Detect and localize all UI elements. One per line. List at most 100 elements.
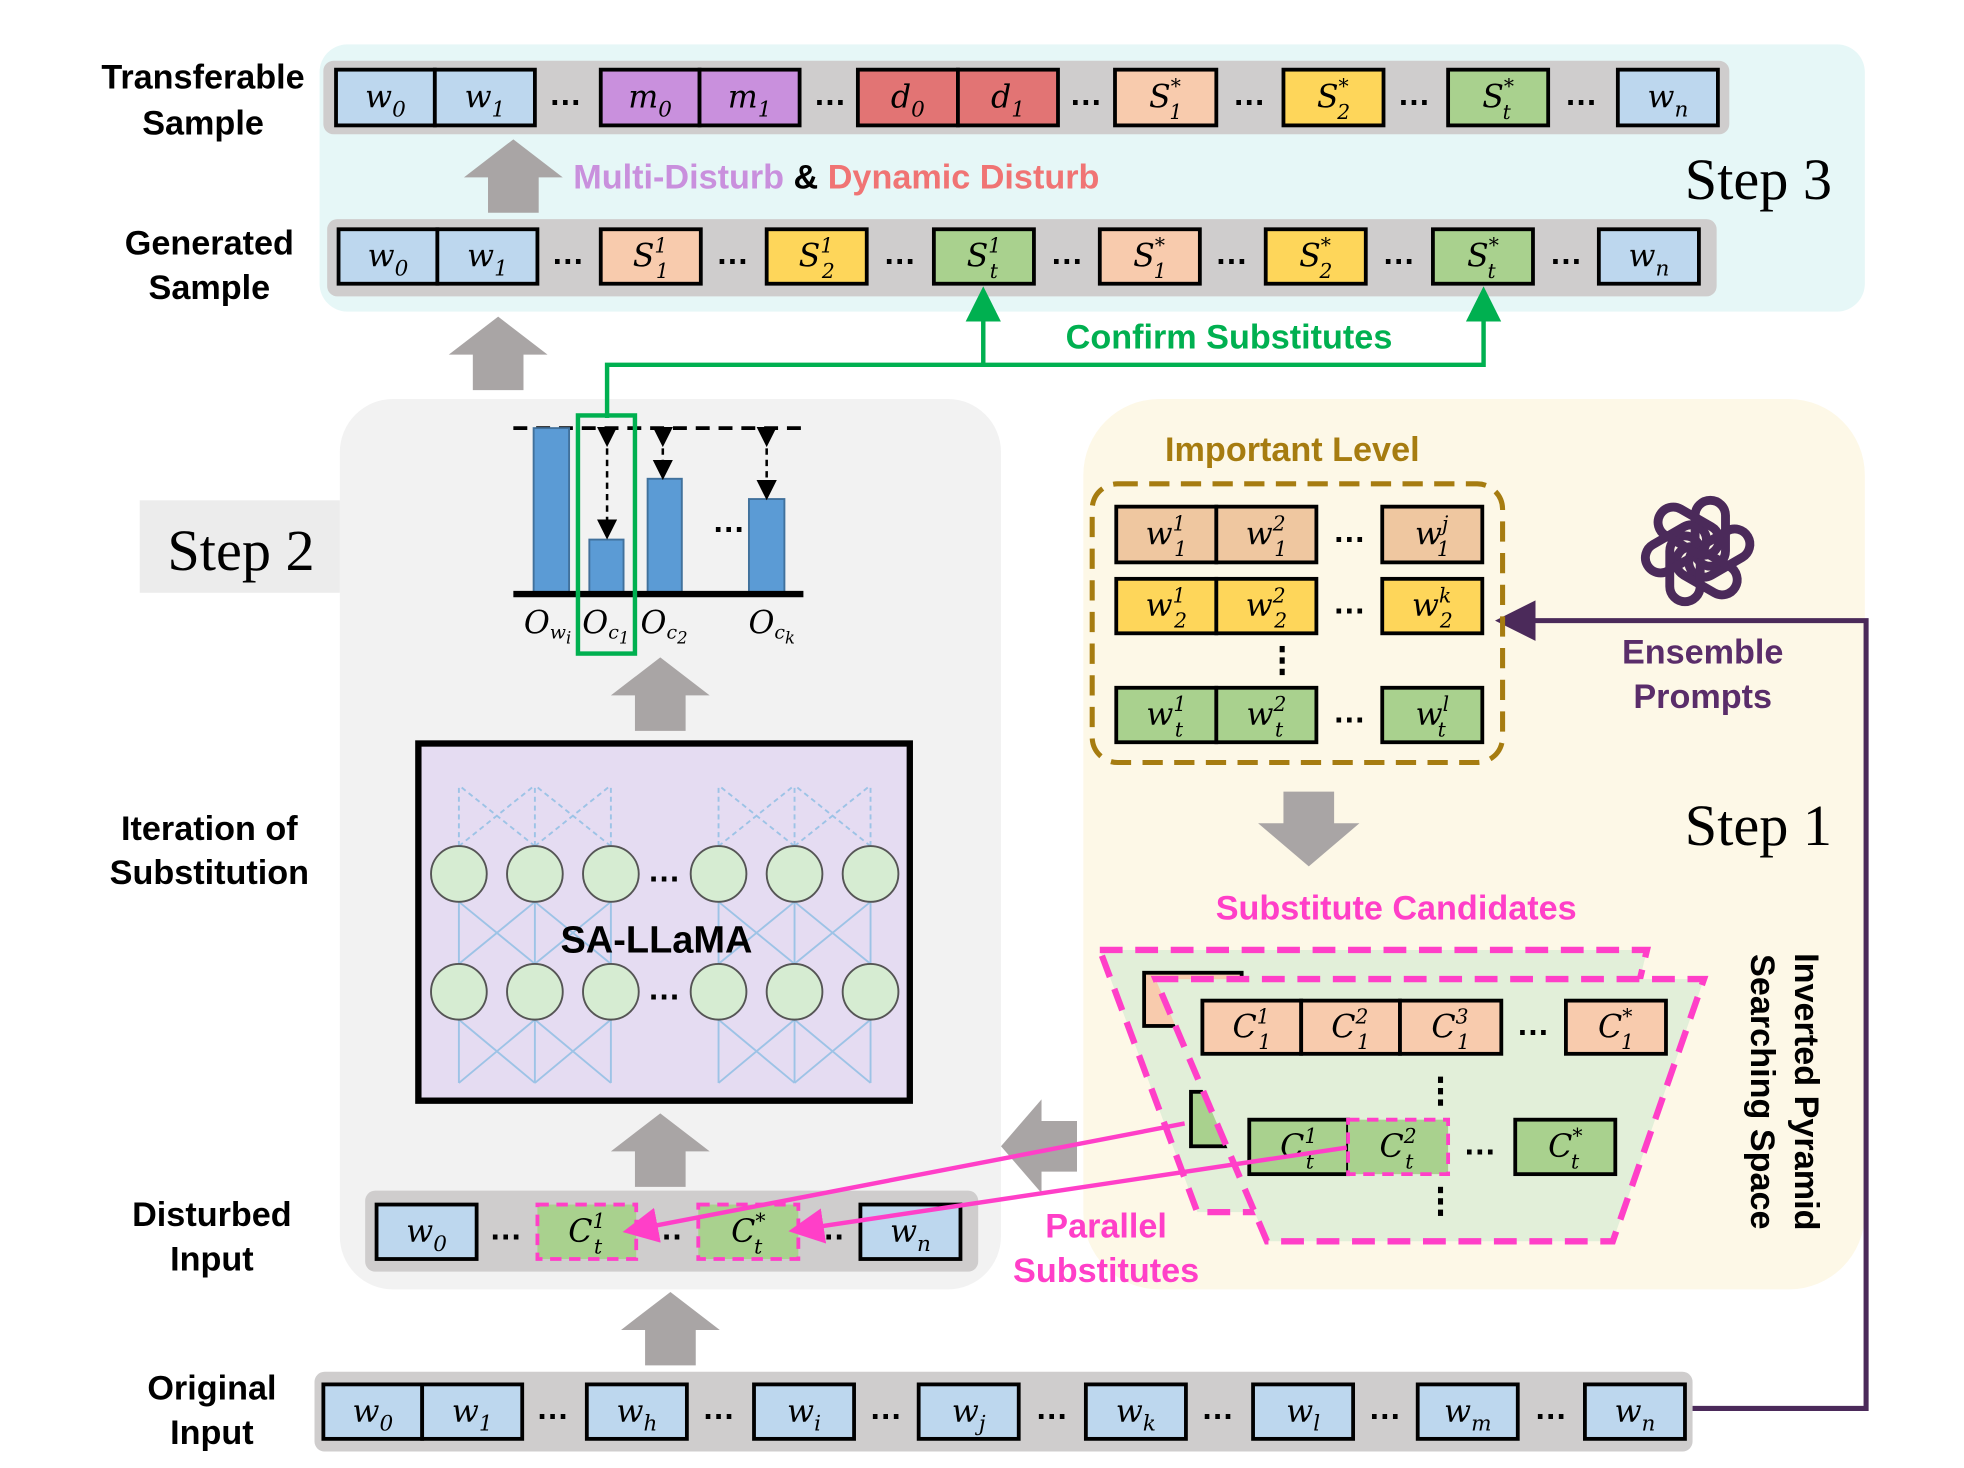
bar-o-c2 — [646, 477, 683, 595]
token-box: C*1 — [1564, 998, 1668, 1056]
neuron-node — [841, 962, 900, 1021]
ellipsis: … — [648, 852, 681, 889]
ellipsis: … — [814, 75, 847, 112]
neuron-node — [689, 845, 748, 903]
token-label: d0 — [891, 80, 925, 123]
ellipsis: … — [869, 1389, 902, 1426]
bar-ellipsis: … — [712, 502, 745, 539]
ellipsis: … — [1534, 1389, 1567, 1426]
ellipsis: … — [1368, 1389, 1401, 1426]
token-label: w0 — [365, 80, 406, 123]
token-label: wn — [1628, 239, 1669, 282]
vertical-ellipsis — [1437, 1076, 1444, 1083]
token-box: w1 — [420, 1382, 525, 1441]
neuron-node — [765, 962, 824, 1021]
token-box: C*t — [1513, 1117, 1618, 1177]
token-label: wk — [1116, 1394, 1156, 1437]
up-arrow-icon — [621, 1291, 720, 1366]
token-label: m1 — [728, 80, 772, 123]
parallel-substitute-line — [622, 1121, 1186, 1243]
step1-label: Step 1 — [1685, 793, 1832, 858]
token-box: S*t — [1446, 67, 1551, 128]
ellipsis: … — [1382, 234, 1415, 271]
neuron-node — [430, 845, 488, 903]
token-box: wn — [1596, 227, 1701, 286]
neuron-node — [430, 962, 488, 1021]
sa-llama-model: …… — [415, 740, 913, 1104]
token-label: S*t — [1482, 75, 1514, 124]
up-arrow-icon — [610, 657, 710, 731]
token-label: wn — [890, 1214, 931, 1257]
token-box: w0 — [321, 1382, 425, 1441]
step2-label-box — [139, 500, 340, 593]
bar-label: Ock — [748, 605, 795, 647]
token-label: wn — [1647, 80, 1688, 123]
important-level-label: Important Level — [1165, 431, 1420, 469]
ellipsis: … — [1050, 234, 1083, 271]
token-label: wm — [1444, 1394, 1492, 1437]
token-label: wl — [1286, 1394, 1320, 1437]
openai-logo-icon — [1640, 495, 1755, 607]
token-box: wm — [1415, 1382, 1520, 1441]
token-box: S*1 — [1097, 227, 1202, 286]
neuron-node — [582, 962, 640, 1021]
up-arrow-icon — [610, 1113, 710, 1187]
token-label: wh — [616, 1394, 657, 1437]
token-box: wj — [916, 1382, 1021, 1441]
confirm-connector — [604, 286, 1502, 418]
ellipsis: … — [1565, 75, 1598, 112]
vertical-ellipsis — [1437, 1099, 1444, 1106]
token-box: S*t — [1431, 227, 1535, 286]
parallel-substitute-line — [788, 1145, 1348, 1244]
token-label: w1 — [464, 80, 505, 123]
bar-o-wi — [532, 427, 571, 595]
token-label: S*t — [1467, 234, 1499, 283]
token-label: m0 — [628, 80, 672, 123]
pyramid-label: Inverted PyramidSearching Space — [1743, 953, 1825, 1230]
step2-label: Step 2 — [167, 518, 314, 583]
important-level-box — [1089, 481, 1506, 766]
left-arrow-icon — [1000, 1099, 1077, 1194]
neuron-node — [506, 962, 564, 1021]
token-label: d1 — [991, 80, 1025, 123]
token-label: wj — [952, 1394, 986, 1437]
token-box: m0 — [598, 67, 702, 128]
ellipsis: … — [551, 234, 584, 271]
ensemble-connector — [1494, 600, 1869, 1412]
token-box: S*1 — [1113, 67, 1219, 128]
ellipsis: … — [648, 969, 681, 1006]
bar-o-c1 — [588, 538, 625, 595]
up-arrow-icon — [463, 139, 563, 213]
ellipsis: … — [1035, 1389, 1068, 1426]
ellipsis: … — [1215, 234, 1248, 271]
